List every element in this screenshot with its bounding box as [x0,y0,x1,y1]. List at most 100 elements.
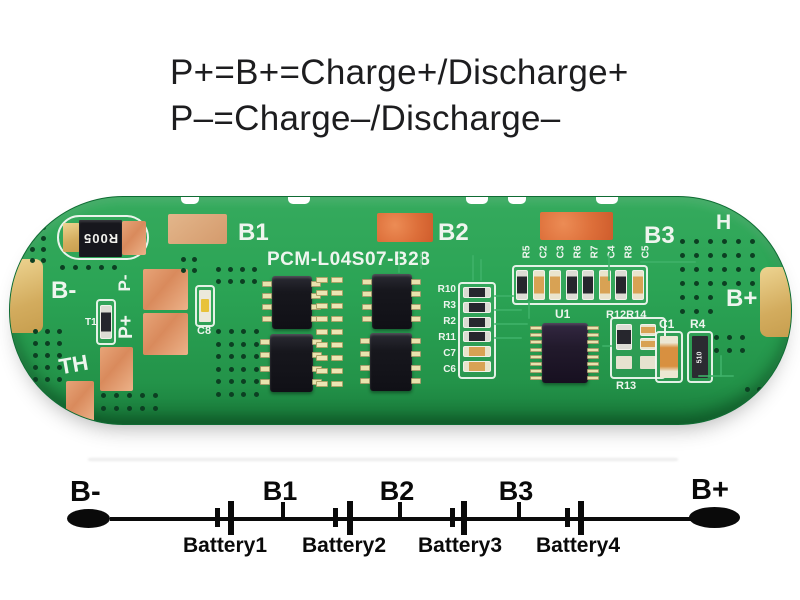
via-dot [694,309,699,314]
board-notch [181,197,199,204]
column-label-R2: R2 [443,316,456,327]
via-dot [722,239,727,244]
via-dot [722,267,727,272]
c1-component [655,331,683,383]
via-dot [745,387,750,392]
solder-pad [316,277,328,283]
tap-label-B1: B1 [262,476,298,506]
ic-pin [411,316,421,322]
r13-pad [616,356,632,369]
silk-c8: C8 [197,325,212,337]
via-dot [694,295,699,300]
solder-pad [331,381,343,387]
p-minus-pad [143,269,188,310]
r4-body: 510 [692,336,708,378]
ic-pin [262,281,272,287]
via-dot [181,268,186,273]
via-dot [60,265,65,270]
ic-pin [260,365,270,372]
via-dot [722,281,727,286]
c8-component [195,285,215,327]
solder-pad [331,303,343,309]
via-dot [41,258,46,263]
via-dot [750,253,755,258]
via-dot [736,253,741,258]
via-dot [216,391,221,397]
battery-symbol-2 [331,498,357,540]
via-dot [228,267,233,272]
bank-components [512,265,648,305]
t1-body [100,305,112,339]
via-dot [228,354,234,359]
ic-chip-3 [260,334,322,392]
ic-pin [530,376,542,381]
via-dot [253,341,259,347]
via-dot [127,406,132,411]
battery-symbol-4 [563,498,588,540]
c1-body [660,336,678,378]
board-notch [288,197,310,204]
via-dot [740,348,745,353]
via-dot [57,377,62,382]
via-dot [45,353,50,358]
via-dot [216,354,221,359]
solder-pad [316,316,328,322]
via-dot [240,279,245,284]
b1-cell-pad [168,214,227,244]
silk-b-minus: B- [51,277,77,304]
ic-pin [411,364,421,371]
column-component-R3 [463,301,491,313]
bank-component-R5 [516,270,528,300]
shunt-resistor: R005 [57,215,149,260]
copper-trace [494,337,522,339]
via-dot [127,393,132,398]
ic-pin [530,347,542,352]
solder-pad [331,342,343,348]
column-label-R3: R3 [443,300,456,311]
battery-short-plate [215,508,220,527]
ic-pin [360,364,370,371]
column-label-R10: R10 [437,284,456,295]
silk-h: H [716,211,732,234]
bank-component-C4 [598,270,611,300]
silk-b1: B1 [238,219,269,246]
b-plus-terminal-pad [760,267,791,337]
copper-trace [602,345,612,347]
solder-pad [316,303,328,309]
board-notch [466,197,488,204]
ic-pin [530,362,542,366]
ic-pin [411,303,421,310]
bank-component-R7 [582,270,595,300]
via-dot [101,406,106,411]
ic-pin [360,338,370,344]
via-dot [694,267,699,272]
copper-trace [420,251,422,269]
via-dot [708,267,713,272]
via-dot [708,239,713,244]
th-pad [100,347,133,391]
ic-pin [587,376,599,381]
ic-pin [411,378,421,384]
ic-pin [260,339,270,345]
c8-core [201,299,209,312]
copper-trace [494,323,528,325]
ic-pin [360,378,370,384]
shunt-pad-left [63,223,80,252]
column-component-C6 [463,360,491,372]
battery-label-2: Battery2 [301,534,387,557]
via-dot [73,265,78,270]
via-dot [30,236,35,241]
via-dot [228,379,234,384]
via-dot [736,281,741,286]
via-dot [708,295,713,300]
bank-component-C3 [549,270,562,300]
via-dot [30,225,35,230]
solder-pad [331,290,343,296]
via-dot [708,281,713,286]
via-dot [727,335,732,340]
via-dot [680,295,685,300]
via-dot [680,281,685,286]
ic-pin [260,352,270,359]
